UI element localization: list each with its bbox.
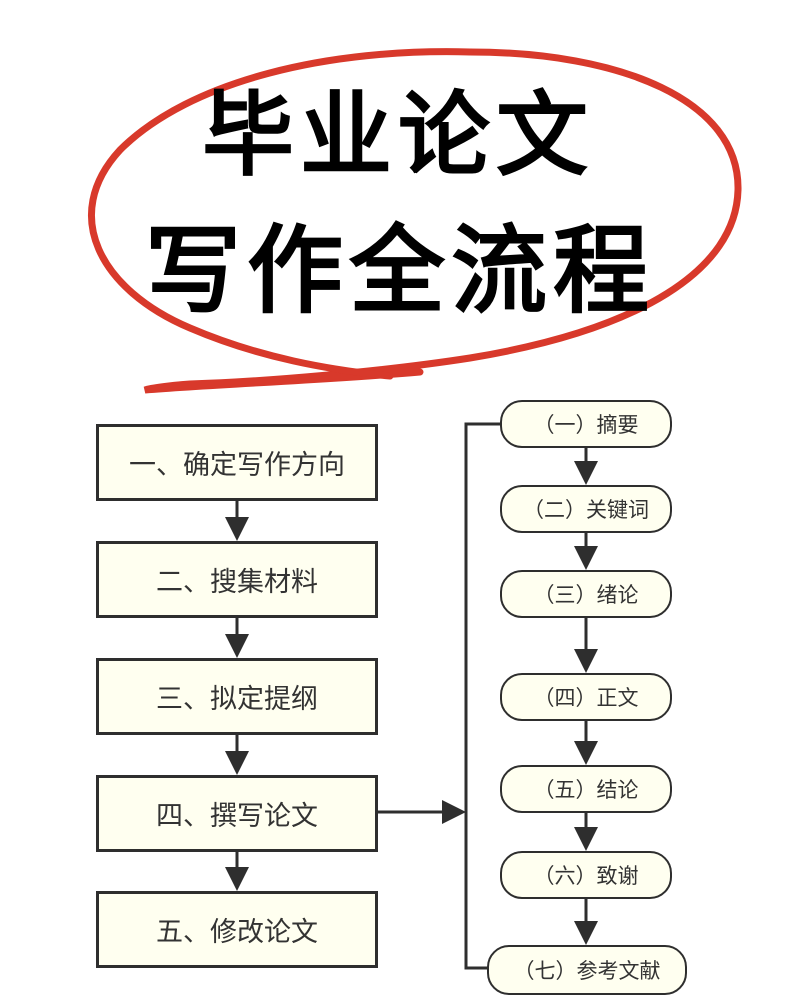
step-box-4: 四、撰写论文	[96, 775, 378, 852]
step-label: 一、确定写作方向	[129, 450, 345, 481]
section-pill-5: （五）结论	[500, 765, 672, 813]
section-label: （二）关键词	[523, 498, 649, 522]
section-label: （三）绪论	[533, 583, 639, 607]
step-box-5: 五、修改论文	[96, 891, 378, 968]
step-box-2: 二、搜集材料	[96, 541, 378, 618]
section-label: （一）摘要	[533, 413, 639, 437]
step-label: 二、搜集材料	[156, 567, 318, 598]
step-label: 三、拟定提纲	[156, 684, 318, 715]
step-label: 四、撰写论文	[156, 801, 318, 832]
step-label: 五、修改论文	[156, 917, 318, 948]
section-pill-6: （六）致谢	[500, 851, 672, 899]
title-line-2: 写作全流程	[145, 215, 655, 327]
section-pill-1: （一）摘要	[500, 400, 672, 448]
section-label: （六）致谢	[533, 864, 639, 888]
section-pill-2: （二）关键词	[500, 485, 672, 533]
section-label: （七）参考文献	[513, 959, 661, 983]
title-line-1: 毕业论文	[201, 82, 594, 189]
section-label: （五）结论	[533, 778, 639, 802]
section-label: （四）正文	[533, 686, 639, 710]
section-pill-3: （三）绪论	[500, 570, 672, 618]
section-pill-7: （七）参考文献	[487, 945, 687, 995]
step-box-1: 一、确定写作方向	[96, 424, 378, 501]
section-pill-4: （四）正文	[500, 673, 672, 721]
step-box-3: 三、拟定提纲	[96, 658, 378, 735]
red-ellipse-highlight	[88, 48, 742, 394]
